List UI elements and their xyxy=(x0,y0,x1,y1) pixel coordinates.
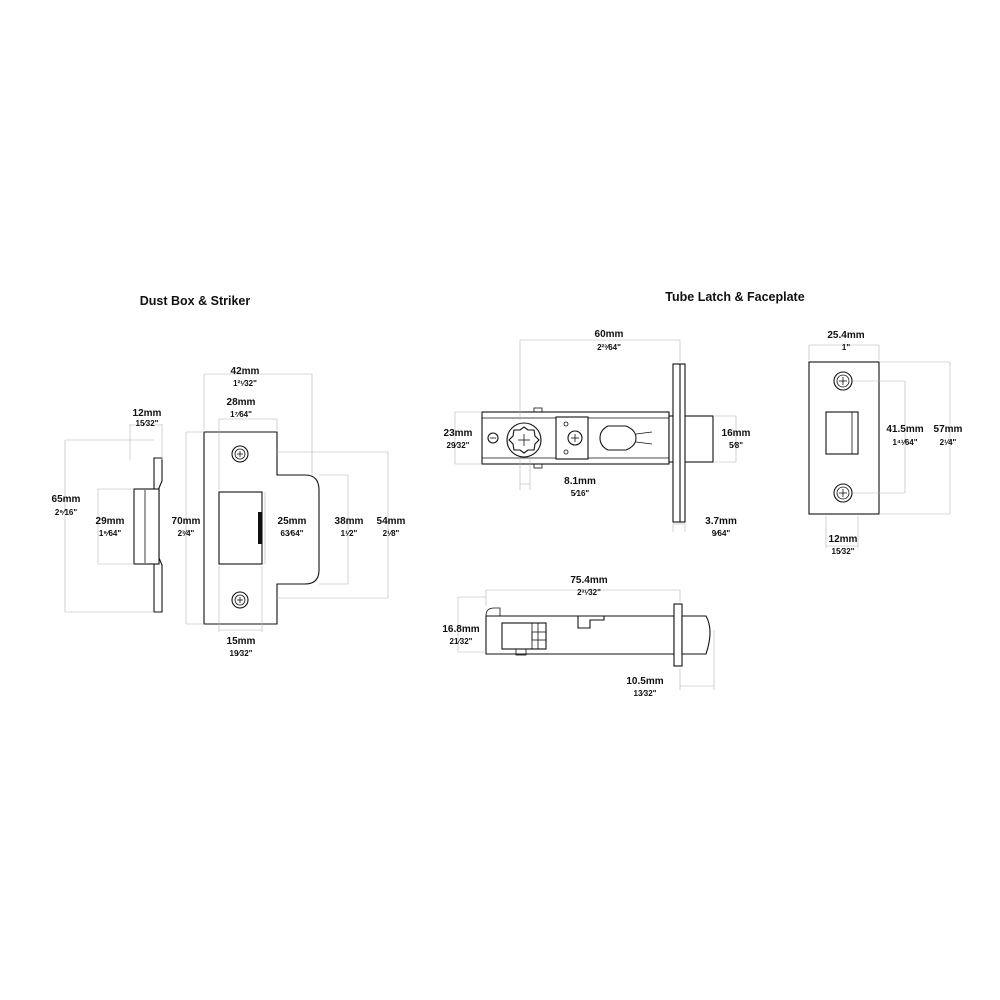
faceplate-bolt-opening xyxy=(825,411,859,455)
label-striker-lip-inner-mm: 38mm xyxy=(335,516,364,527)
striker-dimension-lines xyxy=(185,373,389,632)
label-faceplate-width-mm: 25.4mm xyxy=(827,330,864,341)
label-faceplate-height-mm: 57mm xyxy=(934,424,963,435)
label-dust-height-inch: 2⁹⁄16" xyxy=(55,508,77,517)
label-faceplate-thickness-mm: 3.7mm xyxy=(705,516,737,527)
tube-latch-part xyxy=(481,363,714,523)
label-latch-length-inch: 2²³⁄64" xyxy=(597,343,621,352)
striker-opening-inner xyxy=(258,512,262,544)
label-striker-lip-outer-inch: 2¹⁄8" xyxy=(383,529,400,538)
label-dust-height-mm: 65mm xyxy=(52,494,81,505)
label-striker-lip-outer-mm: 54mm xyxy=(377,516,406,527)
label-striker-lip-inner-inch: 1¹⁄2" xyxy=(341,529,358,538)
label-side-height-inch: 21⁄32" xyxy=(450,637,473,646)
label-striker-height-mm: 70mm xyxy=(172,516,201,527)
label-dust-box-height-mm: 29mm xyxy=(96,516,125,527)
label-faceplate-holes-inch: 1⁴¹⁄64" xyxy=(892,438,917,447)
striker-plate-part xyxy=(203,431,320,625)
label-faceplate-bolt-width-inch: 15⁄32" xyxy=(832,547,855,556)
dust-box-dimension-lines xyxy=(64,424,163,613)
label-latch-length-mm: 60mm xyxy=(595,329,624,340)
label-latch-bolt-height-inch: 5⁄8" xyxy=(729,441,743,450)
faceplate-part xyxy=(808,361,880,515)
title-tube-latch: Tube Latch & Faceplate xyxy=(665,290,804,304)
label-overall-length-inch: 2³¹⁄32" xyxy=(577,588,601,597)
striker-opening xyxy=(218,491,263,565)
label-bolt-projection-mm: 10.5mm xyxy=(626,676,663,687)
label-dust-width-inch: 15⁄32" xyxy=(136,419,159,428)
label-latch-body-height-mm: 23mm xyxy=(444,428,473,439)
label-striker-inner-inch: 1⁷⁄64" xyxy=(230,410,252,419)
label-overall-length-mm: 75.4mm xyxy=(570,575,607,586)
label-spindle-mm: 8.1mm xyxy=(564,476,596,487)
latch-side-dimension-lines xyxy=(457,589,715,690)
label-side-height-mm: 16.8mm xyxy=(442,624,479,635)
dust-box-part xyxy=(133,457,163,613)
label-faceplate-width-inch: 1" xyxy=(842,343,850,352)
label-striker-width-mm: 42mm xyxy=(231,366,260,377)
label-striker-height-inch: 2³⁄4" xyxy=(178,529,195,538)
label-striker-opening-inch: 63⁄64" xyxy=(281,529,304,538)
label-latch-body-height-inch: 29⁄32" xyxy=(447,441,470,450)
label-dust-box-height-inch: 1⁹⁄64" xyxy=(99,529,121,538)
label-faceplate-holes-mm: 41.5mm xyxy=(886,424,923,435)
latch-side-part xyxy=(485,603,711,667)
label-faceplate-thickness-inch: 9⁄64" xyxy=(712,529,731,538)
label-dust-width-mm: 12mm xyxy=(133,408,162,419)
label-faceplate-bolt-width-mm: 12mm xyxy=(829,534,858,545)
label-striker-width-inch: 1²¹⁄32" xyxy=(233,379,257,388)
label-striker-offset-mm: 15mm xyxy=(227,636,256,647)
faceplate-dimension-lines xyxy=(808,344,951,548)
label-faceplate-height-inch: 2¹⁄4" xyxy=(940,438,957,447)
label-latch-bolt-height-mm: 16mm xyxy=(722,428,751,439)
label-striker-inner-mm: 28mm xyxy=(227,397,256,408)
label-spindle-inch: 5⁄16" xyxy=(571,489,590,498)
label-striker-offset-inch: 19⁄32" xyxy=(230,649,253,658)
title-dust-box: Dust Box & Striker xyxy=(140,294,251,308)
tube-latch-dimension-lines xyxy=(454,339,737,532)
label-bolt-projection-inch: 13⁄32" xyxy=(634,689,657,698)
label-striker-opening-mm: 25mm xyxy=(278,516,307,527)
